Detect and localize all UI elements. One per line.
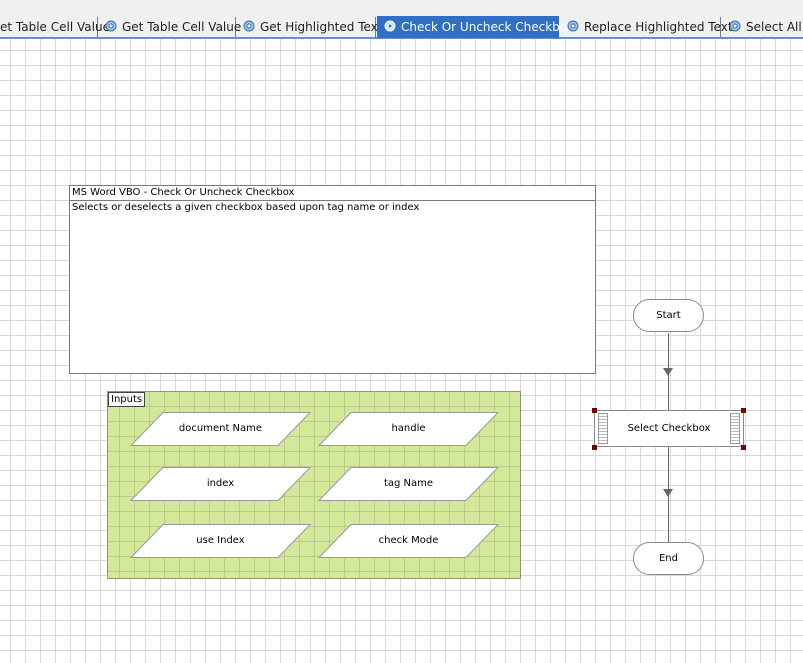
tab-label: Get Table Cell Value [122,20,242,34]
start-stage[interactable]: Start [633,299,704,332]
process-icon [384,20,396,32]
end-stage[interactable]: End [633,542,704,575]
tab-label: Check Or Uncheck Checkbox [401,20,574,34]
input-label: document Name [178,423,263,434]
input-label: use Index [196,535,245,546]
arrow-down-icon [663,489,673,497]
process-info-note[interactable]: MS Word VBO - Check Or Uncheck Checkbox … [69,185,596,374]
tab-check-or-uncheck-checkbox[interactable]: Check Or Uncheck Checkbox [377,16,574,38]
tab-label: et Table Cell Value [0,20,110,34]
parallelogram-shape [129,412,312,446]
parallelogram-shape [129,467,312,501]
action-stage-select-checkbox[interactable]: Select Checkbox [594,410,744,447]
resize-handle[interactable] [741,408,746,413]
tab-replace-highlighted-text[interactable]: Replace Highlighted Text [560,17,733,37]
parallelogram-shape [129,524,312,558]
input-handle[interactable]: handle [316,412,501,446]
input-use-index[interactable]: use Index [128,524,313,558]
parallelogram-shape [317,412,500,446]
tab-get-table-cell-value[interactable]: Get Table Cell Value [98,17,241,37]
input-tag-name[interactable]: tag Name [316,467,501,501]
process-icon [105,20,117,32]
resize-handle[interactable] [741,445,746,450]
note-title: MS Word VBO - Check Or Uncheck Checkbox [70,186,595,201]
inputs-label: Inputs [108,392,146,407]
arrow-down-icon [663,368,673,376]
input-label: handle [391,423,426,434]
tab-label: Get Highlighted Text [260,20,383,34]
resize-handle[interactable] [592,445,597,450]
tab-label: Replace Highlighted Text [584,20,733,34]
stage-label: Select Checkbox [627,423,711,434]
inputs-block[interactable]: Inputs document Name handle index tag Na… [107,391,521,579]
input-index[interactable]: index [128,467,313,501]
resize-handle[interactable] [592,408,597,413]
process-icon [567,20,579,32]
stage-bar-right [730,413,740,444]
tab-strip: et Table Cell Value Get Table Cell Value… [0,0,803,39]
process-icon [243,20,255,32]
parallelogram-shape [317,524,500,558]
note-body: Selects or deselects a given checkbox ba… [72,202,420,213]
process-icon [729,20,741,32]
parallelogram-shape [317,467,500,501]
tab-get-highlighted-text[interactable]: Get Highlighted Text [236,17,382,37]
input-label: check Mode [378,535,439,546]
tab-set-table-cell-value[interactable]: et Table Cell Value [0,17,110,37]
stage-bar-left [598,413,608,444]
input-check-mode[interactable]: check Mode [316,524,501,558]
input-document-name[interactable]: document Name [128,412,313,446]
tab-select-all[interactable]: Select All [722,17,803,37]
tab-label: Select All [746,20,802,34]
input-label: tag Name [383,478,434,489]
input-label: index [206,478,235,489]
